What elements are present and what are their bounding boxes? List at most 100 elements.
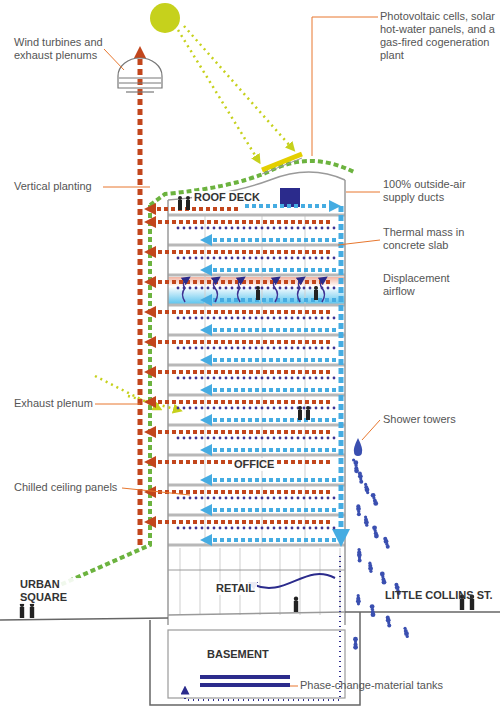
chilled-ceiling-dot [189, 407, 192, 410]
chilled-ceiling-dot [249, 497, 252, 500]
chilled-ceiling-dot [327, 377, 330, 380]
chilled-ceiling-dot [303, 347, 306, 350]
displacement-arrow [320, 279, 324, 302]
chilled-ceiling-dot [267, 407, 270, 410]
leader-line [103, 187, 150, 188]
chilled-ceiling-dot [309, 257, 312, 260]
displacement-arrow [238, 279, 243, 302]
person-figure [186, 196, 190, 210]
chilled-ceiling-dot [315, 347, 318, 350]
chilled-ceiling-dot [255, 407, 258, 410]
chilled-ceiling-dot [189, 287, 192, 290]
supply-duct [245, 204, 335, 208]
retail-floor [168, 612, 345, 615]
chilled-ceiling-dot [273, 407, 276, 410]
chilled-ceiling-dot [327, 227, 330, 230]
column-line [305, 215, 306, 545]
floor-slab [168, 244, 345, 247]
exhaust-tower [138, 52, 143, 545]
chilled-ceiling-dot [183, 407, 186, 410]
person-figure [294, 597, 298, 612]
callout-label: Phase-change-material tanks [300, 679, 495, 692]
chilled-ceiling-dot [201, 437, 204, 440]
chilled-ceiling-dot [315, 317, 318, 320]
retail-mullion [180, 548, 181, 615]
green-roof-line [150, 161, 354, 205]
chilled-ceiling-dot [285, 317, 288, 320]
chilled-ceiling-dot [225, 347, 228, 350]
chilled-ceiling-dot [261, 227, 264, 230]
chilled-ceiling-dot [255, 497, 258, 500]
displacement-arrow [298, 279, 303, 302]
chilled-ceiling-dot [177, 407, 180, 410]
supply-flow [206, 268, 336, 272]
chilled-ceiling-dot [309, 287, 312, 290]
chilled-ceiling-dot [279, 527, 282, 530]
exhaust-flow [150, 370, 330, 374]
chilled-ceiling-dot [207, 347, 210, 350]
supply-flow [206, 478, 336, 482]
chilled-ceiling-dot [219, 257, 222, 260]
sun [150, 3, 180, 33]
person-figure [306, 406, 310, 420]
shower-droplet [371, 493, 376, 498]
floor-slab [168, 514, 345, 517]
callout-label: Wind turbines and exhaust plenums [14, 36, 119, 62]
chilled-ceiling-dot [177, 437, 180, 440]
chilled-ceiling-dot [255, 527, 258, 530]
chilled-ceiling-dot [237, 317, 240, 320]
chilled-ceiling-dot [243, 347, 246, 350]
floor-slab [168, 544, 345, 547]
chilled-ceiling-dot [321, 407, 324, 410]
chilled-ceiling-dot [279, 287, 282, 290]
chilled-ceiling-dot [231, 317, 234, 320]
chilled-ceiling-dot [243, 497, 246, 500]
chilled-ceiling-dot [279, 347, 282, 350]
chilled-ceiling-dot [213, 437, 216, 440]
chilled-ceiling-dot [333, 527, 336, 530]
chilled-ceiling-dot [273, 437, 276, 440]
person-figure [298, 406, 302, 420]
shower-droplet [383, 537, 387, 541]
vertical-planting [60, 205, 150, 585]
chilled-ceiling-dot [267, 287, 270, 290]
retail-mullion [300, 548, 301, 615]
exhaust-flow [150, 340, 330, 344]
chilled-ceiling-dot [237, 377, 240, 380]
chilled-ceiling-dot [291, 407, 294, 410]
chilled-ceiling-dot [267, 377, 270, 380]
floor-slab [168, 274, 345, 277]
chilled-ceiling-dot [267, 257, 270, 260]
chilled-ceiling-dot [273, 317, 276, 320]
chilled-ceiling-dot [303, 317, 306, 320]
turbine-base [126, 91, 154, 92]
chilled-ceiling-dot [177, 497, 180, 500]
chilled-ceiling-dot [219, 227, 222, 230]
chilled-ceiling-dot [243, 377, 246, 380]
zone-label: ROOF DECK [192, 191, 262, 204]
shower-droplet [353, 637, 358, 642]
pv-panel-frame [262, 158, 302, 174]
chilled-ceiling-dot [303, 407, 306, 410]
chilled-ceiling-dot [207, 437, 210, 440]
chilled-ceiling-dot [333, 497, 336, 500]
chilled-ceiling-dot [183, 497, 186, 500]
chilled-ceiling-dot [225, 407, 228, 410]
chilled-ceiling-dot [237, 227, 240, 230]
exhaust-flow [150, 220, 330, 224]
chilled-ceiling-dot [333, 287, 336, 290]
solar-ray [184, 26, 292, 148]
chilled-ceiling-dot [333, 437, 336, 440]
chilled-ceiling-dot [225, 437, 228, 440]
displacement-arrow [213, 279, 217, 302]
water-drop [354, 438, 362, 456]
chilled-ceiling-dot [249, 317, 252, 320]
exhaust-flow [150, 400, 330, 404]
shower-droplet [357, 548, 360, 551]
chilled-ceiling-dot [309, 227, 312, 230]
chilled-ceiling-dot [321, 317, 324, 320]
floor-slab [168, 454, 345, 457]
chilled-ceiling-dot [273, 497, 276, 500]
chilled-ceiling-dot [237, 407, 240, 410]
shower-droplet [358, 472, 362, 476]
